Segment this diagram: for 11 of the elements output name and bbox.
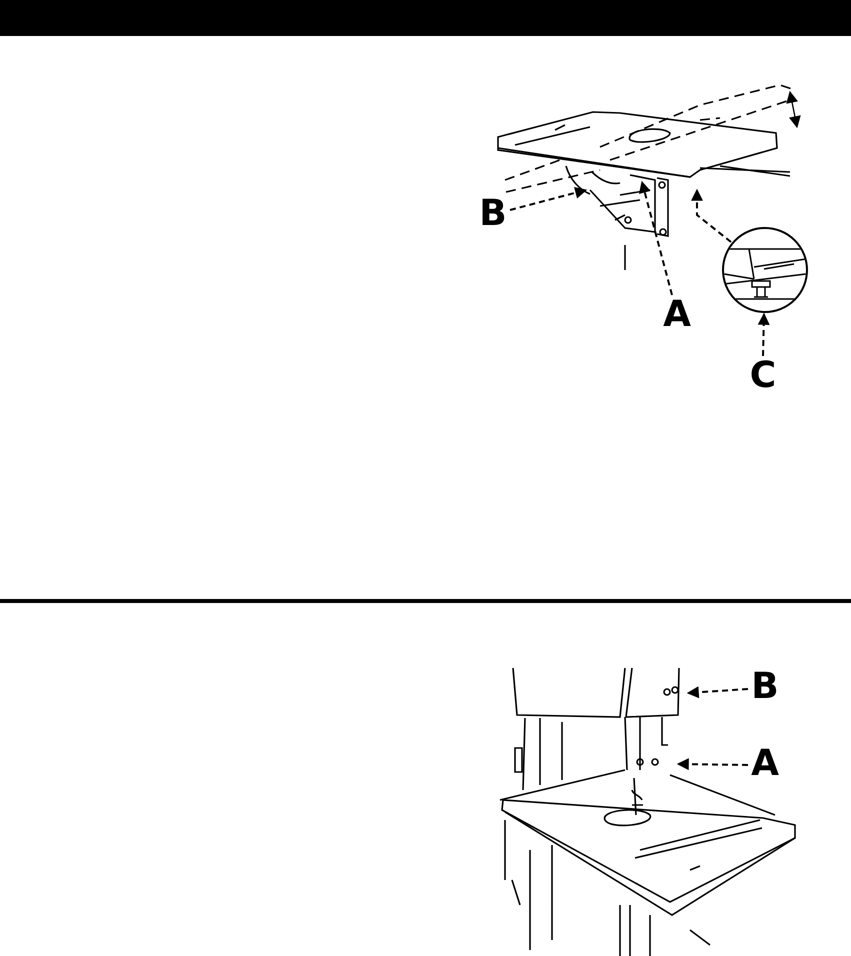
callout-letter: A <box>662 297 692 335</box>
callout-letter: A <box>750 746 780 784</box>
leader-arrow <box>510 186 588 211</box>
leader-arrow <box>686 686 748 698</box>
callout-letter: C <box>748 358 778 396</box>
leader-arrow <box>691 188 732 243</box>
leader-arrow <box>638 180 673 296</box>
callout-letter: B <box>750 669 780 707</box>
callout-letter: B <box>478 196 508 234</box>
leader-arrow <box>676 758 748 770</box>
leader-arrow <box>758 312 770 356</box>
